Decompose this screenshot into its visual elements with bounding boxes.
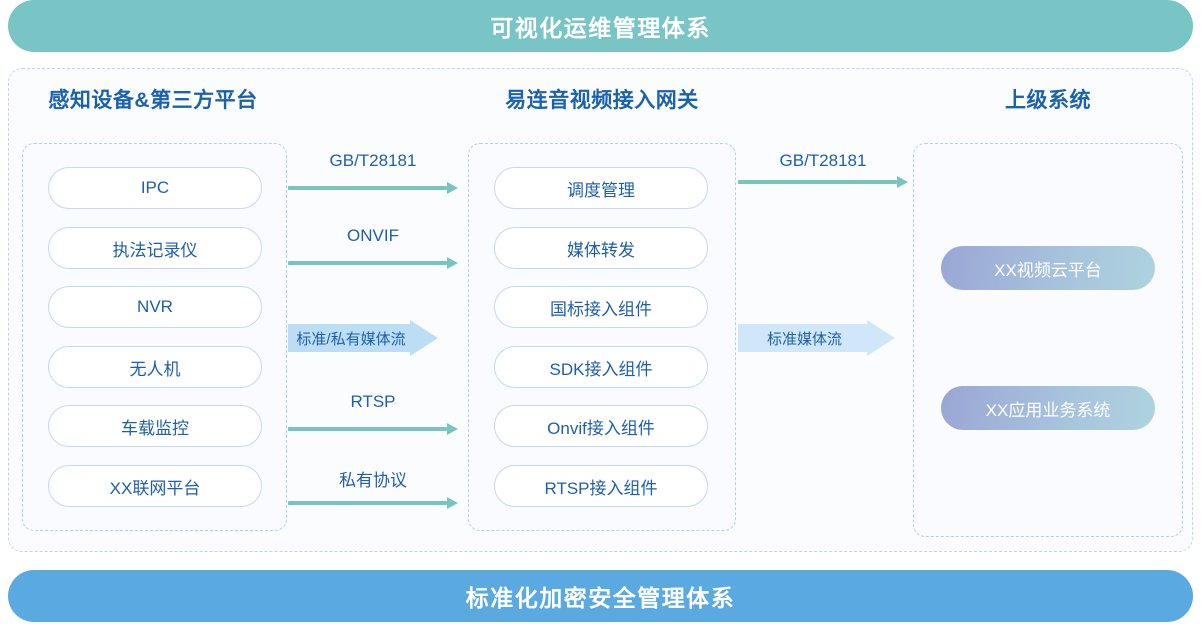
column-title-sensing-devices: 感知设备&第三方平台 [48,89,258,112]
connector-arrow-gbt28181-left [288,182,458,194]
bottom-banner: 标准化加密安全管理体系 [8,570,1193,622]
item-xx-business-system[interactable]: XX应用业务系统 [941,386,1155,430]
connector-block-arrow-standard-private-media-stream: 标准/私有媒体流 [288,320,438,356]
group-box-upper-system [913,143,1183,537]
item-vehicle-monitor[interactable]: 车载监控 [48,405,262,447]
connector-label-gbt28181-left: GB/T28181 [329,151,417,170]
item-ipc[interactable]: IPC [48,167,262,209]
connector-arrow-gbt28181-right [738,176,908,188]
block-arrow-body-left [288,324,410,352]
block-arrow-tip-right [867,320,895,356]
connector-label-standard-media-stream: 标准媒体流 [766,330,842,348]
top-banner: 可视化运维管理体系 [8,0,1193,52]
item-nvr[interactable]: NVR [48,286,262,328]
item-media-forwarding[interactable]: 媒体转发 [494,227,708,269]
item-onvif-access-component[interactable]: Onvif接入组件 [494,405,708,447]
item-dispatch-management[interactable]: 调度管理 [494,167,708,209]
connector-label-rtsp: RTSP [350,392,396,411]
connector-arrow-private-protocol [288,497,458,509]
item-rtsp-access-component[interactable]: RTSP接入组件 [494,465,708,507]
connector-label-standard-private-media-stream: 标准/私有媒体流 [296,330,406,348]
block-arrow-body-right [738,324,867,352]
item-drone[interactable]: 无人机 [48,346,262,388]
item-gb-access-component[interactable]: 国标接入组件 [494,286,708,328]
connector-block-arrow-standard-media-stream: 标准媒体流 [738,320,895,356]
connector-label-gbt28181-right: GB/T28181 [779,151,867,170]
column-title-gateway: 易连音视频接入网关 [505,89,699,112]
item-sdk-access-component[interactable]: SDK接入组件 [494,346,708,388]
block-arrow-tip-left [410,320,438,356]
item-law-recorder[interactable]: 执法记录仪 [48,227,262,269]
connector-label-private-protocol: 私有协议 [339,471,407,490]
connector-arrow-rtsp [288,423,458,435]
column-title-upper-system: 上级系统 [1005,89,1091,112]
item-xx-video-cloud-platform[interactable]: XX视频云平台 [941,246,1155,290]
connector-arrow-onvif [288,257,458,269]
item-xx-network-platform[interactable]: XX联网平台 [48,465,262,507]
connector-label-onvif: ONVIF [347,226,399,245]
